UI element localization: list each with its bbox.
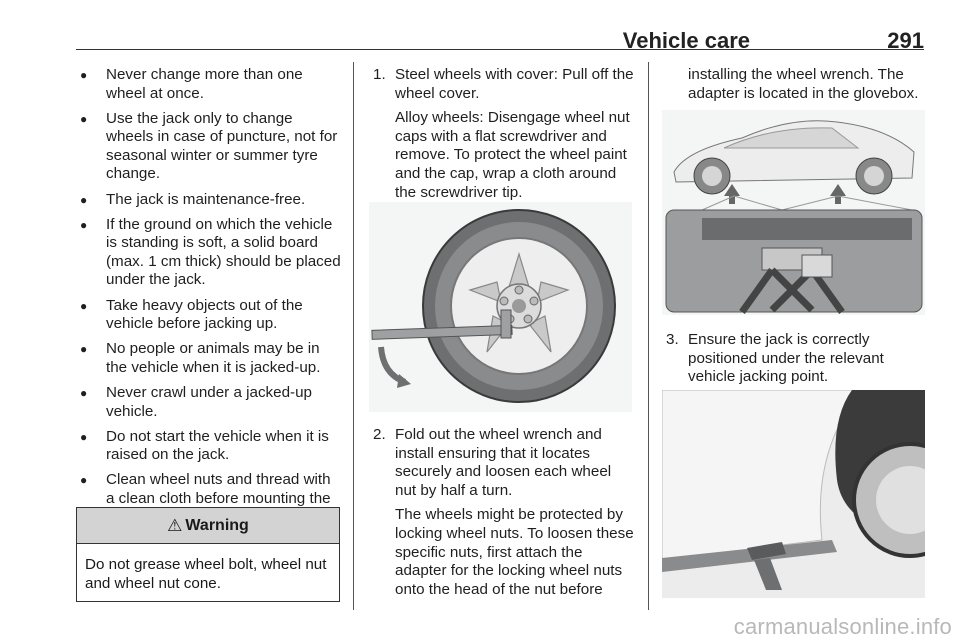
continuation-text: installing the wheel wrench. The adapter… [688, 66, 919, 102]
step-number: 3. [666, 331, 679, 348]
warning-title: Warning [185, 516, 249, 534]
safety-bullet-list: Never change more than one wheel at once… [76, 66, 341, 527]
column-2: 1. Steel wheels with cover: Pull off the… [369, 66, 636, 208]
warning-header: ⚠ Warning [77, 508, 339, 544]
warning-triangle-icon: ⚠ [167, 515, 183, 535]
wheel-wrench-illustration [369, 202, 632, 412]
bullet-item: Use the jack only to change wheels in ca… [76, 110, 341, 184]
step-number: 1. [373, 66, 386, 83]
column-3-lower: 3. Ensure the jack is correctly position… [662, 331, 928, 393]
column-1: Never change more than one wheel at once… [76, 66, 341, 534]
column-divider-2 [648, 62, 649, 610]
warning-text: Do not grease wheel bolt, wheel nut and … [85, 556, 327, 592]
step-text: Fold out the wheel wrench and install en… [395, 426, 612, 499]
step-subtext: The wheels might be protected by locking… [395, 506, 634, 598]
bullet-item: If the ground on which the vehicle is st… [76, 216, 341, 290]
column-divider-1 [353, 62, 354, 610]
page-header-title: Vehicle care [622, 28, 750, 53]
step-number: 2. [373, 426, 386, 443]
column-2-lower: 2. Fold out the wheel wrench and install… [369, 426, 636, 605]
bullet-item: Take heavy objects out of the vehicle be… [76, 297, 341, 334]
jacking-point-illustration [662, 110, 925, 315]
step-1: 1. Steel wheels with cover: Pull off the… [369, 66, 636, 202]
column-3-continuation: installing the wheel wrench. The adapter… [662, 66, 928, 103]
bullet-item: Never change more than one wheel at once… [76, 66, 341, 103]
step-text: Ensure the jack is correctly positioned … [688, 331, 884, 386]
bullet-item: No people or animals may be in the vehic… [76, 340, 341, 377]
header-divider [76, 49, 924, 50]
jack-position-photo [662, 390, 925, 598]
warning-box: ⚠ Warning Do not grease wheel bolt, whee… [76, 507, 340, 602]
step-2: 2. Fold out the wheel wrench and install… [369, 426, 636, 599]
bullet-item: Do not start the vehicle when it is rais… [76, 428, 341, 465]
bullet-item: Never crawl under a jacked-up vehicle. [76, 384, 341, 421]
watermark-text: carmanualsonline.info [733, 614, 952, 639]
step-subtext: Alloy wheels: Disengage wheel nut caps w… [395, 109, 630, 201]
page-number: 291 [887, 28, 924, 53]
step-text: Steel wheels with cover: Pull off the wh… [395, 66, 634, 102]
step-3: 3. Ensure the jack is correctly position… [662, 331, 928, 387]
bullet-item: The jack is maintenance-free. [76, 191, 341, 210]
